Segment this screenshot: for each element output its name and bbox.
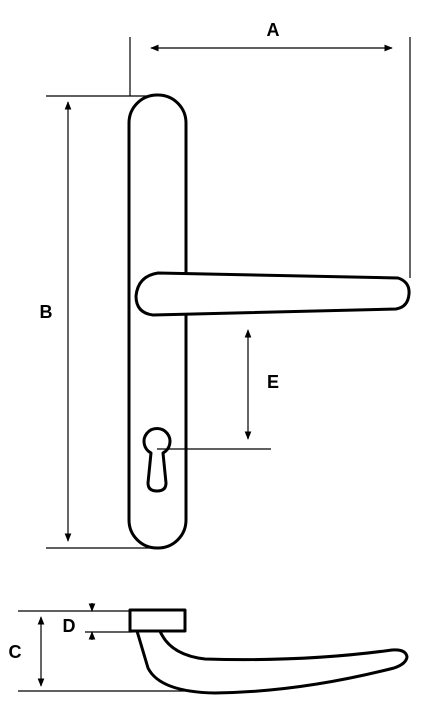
dimension-c-label: C xyxy=(9,642,22,662)
back-plate xyxy=(127,93,188,550)
front-view xyxy=(46,37,411,550)
dimension-a-label: A xyxy=(267,20,280,40)
lever-handle xyxy=(134,271,411,317)
side-view xyxy=(18,603,409,695)
keyhole xyxy=(142,426,172,493)
dimension-b-label: B xyxy=(40,302,53,322)
side-plate xyxy=(128,608,187,633)
dimension-d-label: D xyxy=(63,616,76,636)
lever-side-profile xyxy=(135,629,409,695)
dimension-e-label: E xyxy=(267,372,279,392)
